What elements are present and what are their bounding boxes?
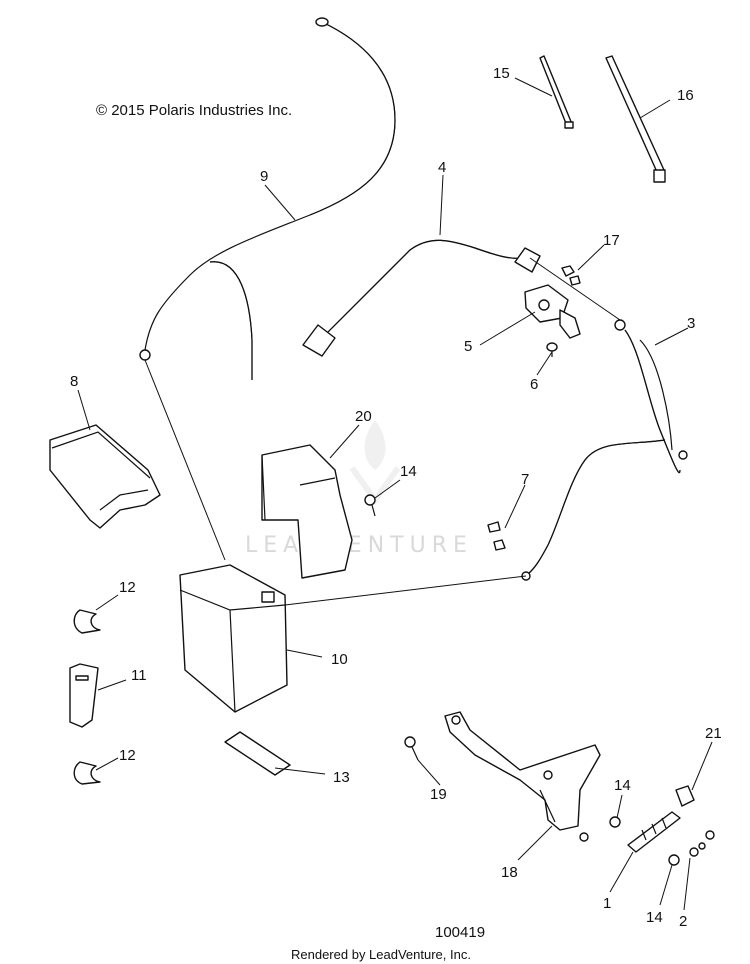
- cable-tie-part-15: [539, 55, 574, 129]
- terminal-block-part-1: [627, 811, 681, 853]
- bracket-part-18: [444, 711, 601, 831]
- diagram-number: 100419: [435, 924, 485, 941]
- callout-6: 6: [530, 376, 538, 393]
- callout-14-bracket: 14: [614, 777, 631, 794]
- callout-2: 2: [679, 913, 687, 930]
- callout-19: 19: [430, 786, 447, 803]
- callout-12-top: 12: [119, 579, 136, 596]
- watermark-logo: [349, 420, 401, 506]
- footer-text: Rendered by LeadVenture, Inc.: [291, 947, 471, 962]
- nut-part-2: [689, 842, 706, 857]
- callout-leaders: [77, 77, 713, 911]
- callout-14-right: 14: [646, 909, 663, 926]
- callout-7: 7: [521, 471, 529, 488]
- cable-tie-part-16: [605, 55, 666, 183]
- callout-18: 18: [501, 864, 518, 881]
- callout-12-bottom: 12: [119, 747, 136, 764]
- clamp-part-21: [675, 785, 695, 807]
- bolt-part-14-bracket: [579, 816, 621, 842]
- bolt-part-7: [487, 521, 506, 551]
- ground-cable-part-3: [521, 319, 688, 581]
- callout-1: 1: [603, 895, 611, 912]
- callout-8: 8: [70, 373, 78, 390]
- battery-cover-part-8: [49, 424, 161, 529]
- callout-13: 13: [333, 769, 350, 786]
- bolt-part-19: [404, 736, 419, 761]
- callout-20: 20: [355, 408, 372, 425]
- shield-part-20: [261, 444, 353, 579]
- bolt-part-14-right: [668, 830, 715, 866]
- strap-part-11: [69, 663, 99, 728]
- battery-part-10: [179, 564, 288, 713]
- callout-17: 17: [603, 232, 620, 249]
- cable-harness-part-9: [139, 17, 396, 380]
- callout-16: 16: [677, 87, 694, 104]
- bolt-part-14-shield: [364, 494, 376, 517]
- clip-part-12-top: [73, 609, 101, 634]
- callout-4: 4: [438, 159, 446, 176]
- callout-15: 15: [493, 65, 510, 82]
- screw-part-6: [546, 342, 558, 357]
- callout-10: 10: [331, 651, 348, 668]
- cable-part-4: [302, 239, 541, 357]
- clip-part-12-bottom: [73, 761, 101, 785]
- callout-5: 5: [464, 338, 472, 355]
- callout-21: 21: [705, 725, 722, 742]
- callout-11: 11: [131, 667, 147, 684]
- nut-part-17: [561, 265, 581, 286]
- callout-9: 9: [260, 168, 268, 185]
- callout-14-shield: 14: [400, 463, 417, 480]
- copyright-text: © 2015 Polaris Industries Inc.: [96, 102, 292, 119]
- relay-part-5: [524, 284, 581, 339]
- callout-3: 3: [687, 315, 695, 332]
- pad-part-13: [224, 731, 291, 776]
- watermark-text: LEADVENTURE: [245, 533, 473, 558]
